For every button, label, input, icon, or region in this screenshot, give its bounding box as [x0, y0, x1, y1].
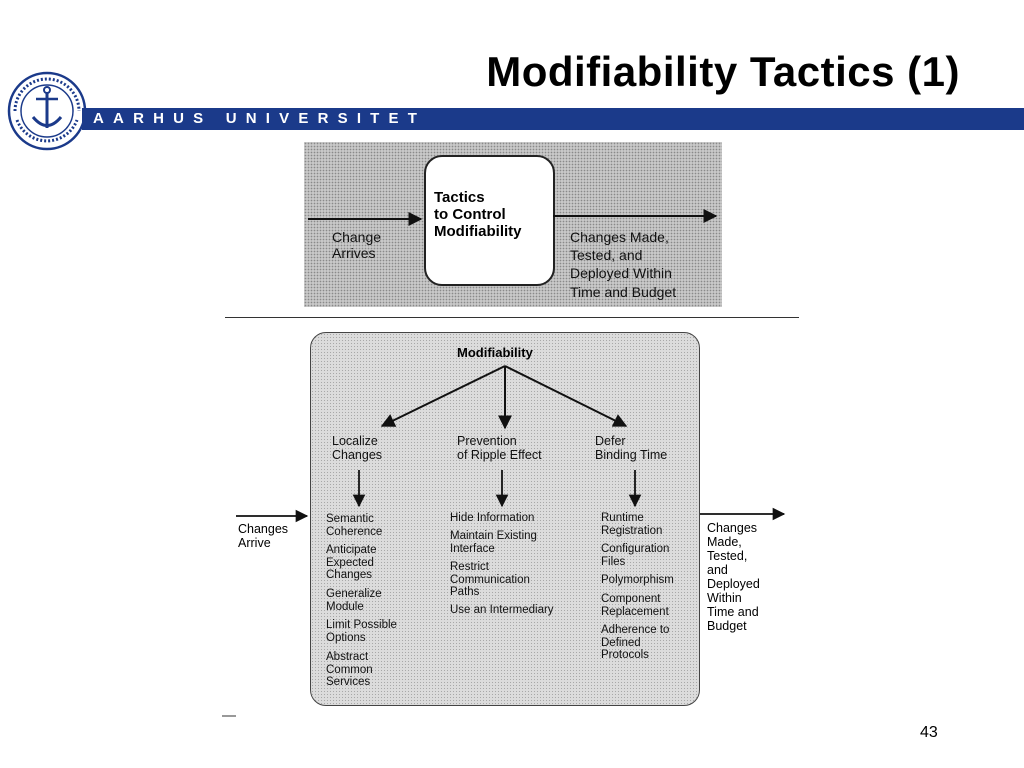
- category-localize-changes: Localize Changes: [332, 434, 383, 462]
- tactic-item: Hide Information: [450, 512, 535, 524]
- category-defer-binding: Defer Binding Time: [595, 434, 668, 462]
- changes-made-bottom-label: Changes Made, Tested, and Deployed Withi…: [707, 521, 760, 633]
- arrow-root-left: [380, 365, 506, 427]
- tactic-item: Restrict Communication Paths: [450, 561, 530, 599]
- changes-made-label: Changes Made, Tested, and Deployed Withi…: [570, 229, 677, 300]
- tactics-label: Tactics to Control Modifiability: [434, 189, 522, 240]
- changes-arrive-label: Changes Arrive: [238, 522, 289, 550]
- banner-text: AARHUS UNIVERSITET: [93, 110, 427, 127]
- tactic-item: Component Replacement: [601, 593, 669, 618]
- tactic-item: Semantic Coherence: [326, 513, 383, 538]
- modifiability-root-label: Modifiability: [457, 345, 533, 360]
- page-number: 43: [920, 724, 938, 741]
- change-arrives-label: Change Arrives: [332, 229, 382, 261]
- tactic-item: Abstract Common Services: [326, 651, 373, 689]
- tactics-box: [424, 155, 555, 286]
- tactic-item: Runtime Registration: [601, 512, 663, 537]
- tactic-item: Use an Intermediary: [450, 604, 554, 616]
- banner-bar: [82, 108, 1024, 130]
- tactic-item: Generalize Module: [326, 588, 382, 613]
- tactic-item: Maintain Existing Interface: [450, 530, 537, 555]
- category-prevention-ripple: Prevention of Ripple Effect: [457, 434, 542, 462]
- divider-rule: [225, 317, 799, 318]
- arrow-root-right: [504, 365, 628, 427]
- tactic-item: Adherence to Defined Protocols: [601, 624, 670, 662]
- tactic-item: Limit Possible Options: [326, 619, 397, 644]
- tactic-item: Anticipate Expected Changes: [326, 544, 377, 582]
- slide-title: Modifiability Tactics (1): [486, 48, 960, 95]
- tactic-item: Polymorphism: [601, 574, 674, 586]
- tactic-item: Configuration Files: [601, 543, 670, 568]
